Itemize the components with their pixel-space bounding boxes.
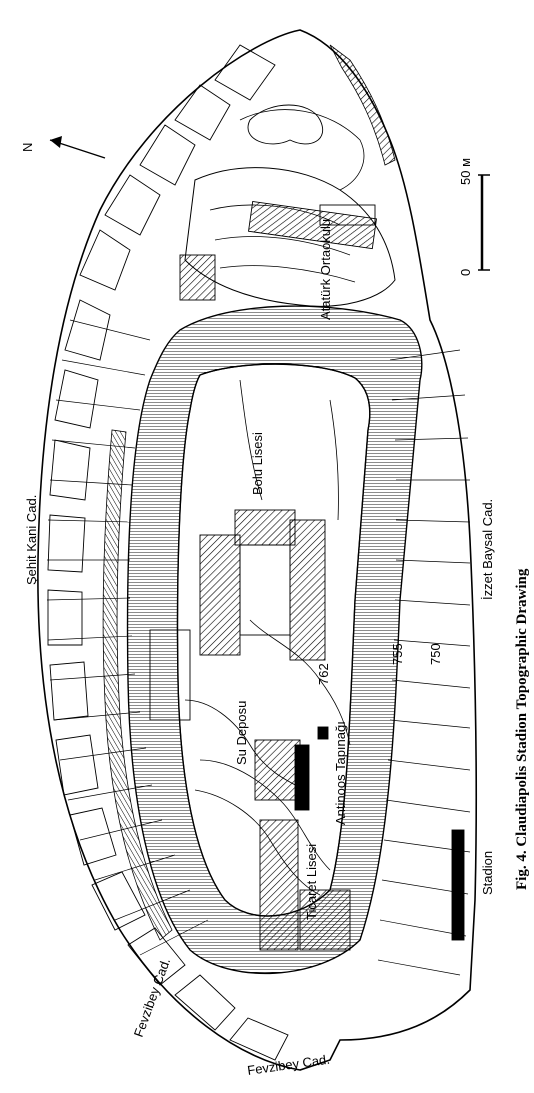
bolu-lisesi-courtyard	[239, 544, 291, 636]
label-contour-750: 750	[428, 643, 443, 665]
label-fevzibey-cad-bottom: Fevzibey Cad.	[246, 1052, 330, 1078]
stadion-strip	[451, 829, 465, 941]
scale-bar: 50 м 0	[458, 158, 490, 276]
su-deposu-block	[254, 739, 301, 801]
north-arrow: N	[20, 136, 106, 159]
north-label: N	[20, 143, 35, 152]
label-ticaret-lisesi: Ticaret Lisesi	[304, 844, 319, 920]
northeast-wall	[329, 44, 396, 166]
school-building-north	[248, 201, 377, 250]
urban-blocks	[47, 44, 289, 1061]
bolu-lisesi-block-1	[199, 534, 241, 656]
dark-block	[294, 744, 310, 811]
label-ataturk-ortaokulu: Atatürk Ortaokulu	[318, 219, 333, 320]
outer-boundary	[37, 29, 477, 1071]
west-block	[149, 629, 191, 721]
ticaret-lisesi-block	[259, 819, 299, 951]
label-bolu-lisesi: Bolu Lisesi	[250, 432, 265, 495]
bolu-lisesi-block-3	[289, 519, 326, 661]
label-contour-755: 755	[390, 643, 405, 665]
label-su-deposu: Su Deposu	[234, 701, 249, 765]
buildings	[149, 104, 465, 951]
oval-building	[247, 104, 324, 145]
label-stadion: Stadion	[480, 851, 495, 895]
north-hill	[184, 167, 396, 307]
small-building-north	[179, 254, 216, 301]
label-antinoos-tapinagi: Antinoos Tapınağı	[333, 721, 348, 825]
ticaret-lisesi-block-2	[299, 889, 351, 951]
scale-label-zero: 0	[458, 269, 473, 276]
dark-block-small	[317, 726, 329, 740]
label-contour-762: 762	[316, 663, 331, 685]
hill-contours	[209, 109, 365, 283]
ne-building	[319, 204, 376, 226]
scale-label-end: 50 м	[458, 158, 473, 185]
label-fevzibey-cad-left: Fevzibey Cad.	[131, 956, 174, 1039]
label-izzet-baysal-cad: İzzet Baysal Cad.	[480, 499, 495, 600]
west-slope-band	[102, 429, 173, 941]
label-sehit-kani-cad: Şehit Kani Cad.	[24, 495, 39, 585]
bolu-lisesi-block-2	[234, 509, 296, 546]
figure-caption: Fig. 4. Claudiapolis Stadion Topographic…	[514, 568, 530, 890]
